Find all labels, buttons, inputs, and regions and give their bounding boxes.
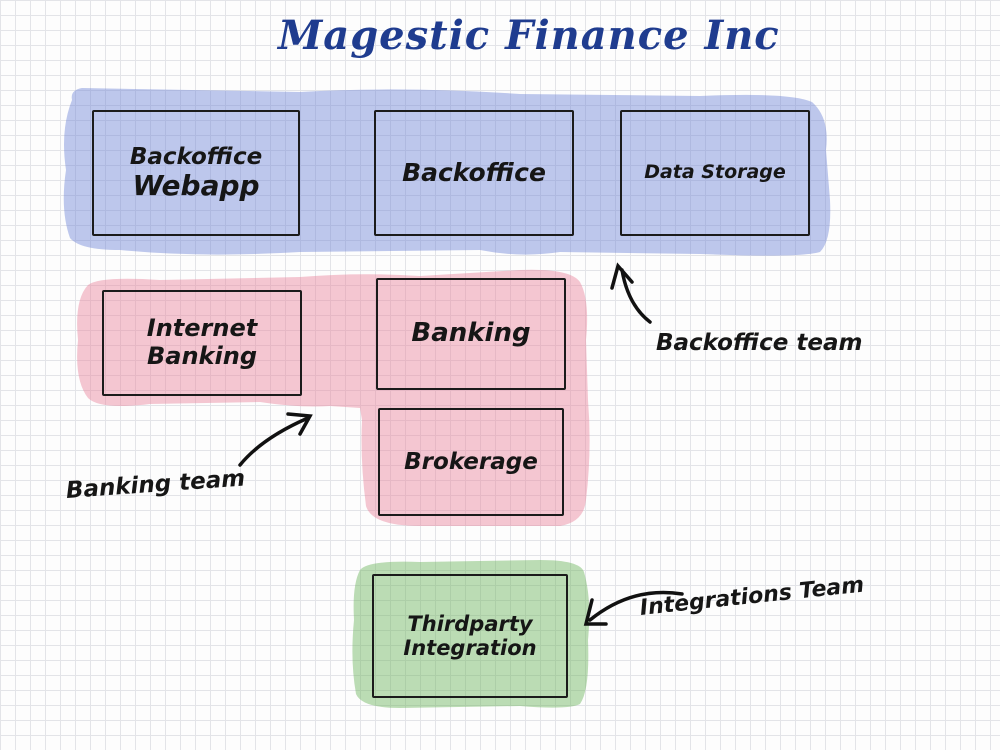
- box-label: Data Storage: [644, 161, 786, 184]
- box-label-line1: Thirdparty: [407, 611, 533, 636]
- internet-banking-box: Internet Banking: [102, 290, 302, 396]
- box-label: Backoffice: [402, 157, 546, 187]
- integrations-team-zone: [352, 560, 590, 708]
- backoffice-team-zone: [63, 88, 831, 256]
- box-label-line2: Integration: [403, 636, 537, 660]
- arrow-to-banking-zone: [238, 412, 313, 467]
- arrow-to-backoffice-zone: [610, 262, 652, 324]
- backoffice-box: Backoffice: [374, 110, 574, 236]
- box-label-line2: Banking: [146, 342, 258, 370]
- arrow-to-integrations-zone: [583, 590, 684, 626]
- box-label: Brokerage: [404, 448, 538, 475]
- box-label-line1: Backoffice: [129, 143, 263, 170]
- box-label-line1: Internet: [146, 314, 258, 343]
- banking-box: Banking: [376, 278, 566, 390]
- backoffice-webapp-box: Backoffice Webapp: [92, 110, 300, 236]
- backoffice-team-label: Backoffice team: [656, 330, 863, 356]
- data-storage-box: Data Storage: [620, 110, 810, 236]
- box-label-line2: Webapp: [132, 169, 260, 203]
- thirdparty-integration-box: Thirdparty Integration: [372, 574, 568, 698]
- page-title: Magestic Finance Inc: [278, 12, 780, 59]
- box-label: Banking: [411, 318, 531, 349]
- brokerage-box: Brokerage: [378, 408, 564, 516]
- banking-team-zone: [77, 269, 590, 526]
